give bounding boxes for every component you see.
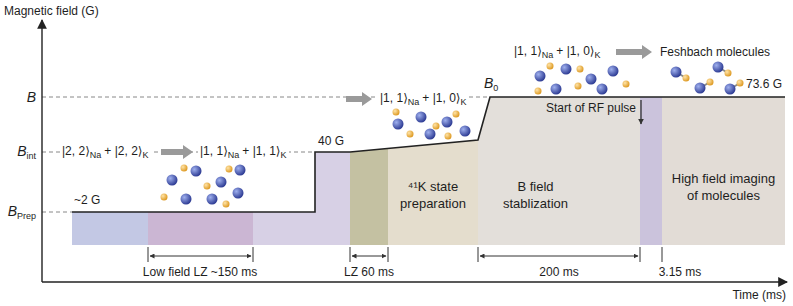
stage-band: ⁴¹K state preparation — [388, 170, 478, 222]
subscript: 0 — [493, 83, 498, 93]
time-brackets — [148, 247, 662, 262]
label-text: 3.15 ms — [659, 265, 702, 279]
atom-cloud — [161, 165, 246, 208]
stage-band: B field stablization — [478, 170, 593, 222]
field-value: ~2 G — [74, 193, 100, 207]
y-axis — [41, 20, 42, 282]
label-text: 73.6 G — [746, 77, 782, 91]
duration-label: 200 ms — [539, 265, 578, 279]
atom-cloud — [393, 109, 471, 140]
label-text: |1, 1⟩ — [200, 144, 228, 158]
state-label: |1, 1⟩Na+ |1, 0⟩K — [378, 91, 469, 108]
label-text: 40 G — [318, 134, 344, 148]
stage-bands — [72, 97, 785, 245]
subscript: K — [281, 150, 287, 160]
field-value: 73.6 G — [746, 77, 782, 91]
label-text: LZ 60 ms — [344, 265, 394, 279]
label-text: + |1, 1⟩ — [242, 144, 280, 158]
molecule-cloud — [671, 62, 744, 95]
label-text: Time (ms) — [732, 288, 786, 302]
label-text: Start of RF pulse — [546, 101, 636, 115]
field-value: 40 G — [318, 134, 344, 148]
label-text: |2, 2⟩ — [62, 144, 90, 158]
subscript: Prep — [17, 211, 36, 221]
level-lines — [42, 97, 488, 212]
subscript: K — [143, 150, 149, 160]
label-text: B — [17, 143, 26, 159]
label-text: Feshbach molecules — [660, 45, 770, 59]
label-text: B — [8, 203, 17, 219]
label-text: + |1, 0⟩ — [422, 91, 460, 105]
rf-start-arrow — [640, 100, 641, 124]
label-text: Magnetic field (G) — [4, 4, 99, 18]
subscript: Na — [542, 50, 554, 60]
level-symbol: B — [27, 89, 36, 106]
label-text: 200 ms — [539, 265, 578, 279]
level-symbol: BPrep — [8, 203, 36, 222]
label-text: |1, 1⟩ — [380, 91, 408, 105]
label-text: Low field LZ ~150 ms — [143, 265, 257, 279]
label-text: |1, 1⟩ — [514, 44, 542, 58]
stage-band: High field imaging of molecules — [662, 162, 785, 214]
subscript: Na — [228, 150, 240, 160]
duration-label: 3.15 ms — [659, 265, 702, 279]
subscript: Na — [90, 150, 102, 160]
label-text: + |1, 0⟩ — [556, 44, 594, 58]
stage-text: ⁴¹K state preparation — [392, 179, 474, 213]
label-text: + |2, 2⟩ — [104, 144, 142, 158]
subscript: K — [595, 50, 601, 60]
subscript: int — [26, 151, 36, 161]
product-label: Feshbach molecules — [660, 45, 770, 59]
stage-text: B field stablization — [488, 179, 584, 213]
state-label: |1, 1⟩Na+ |1, 1⟩K — [198, 144, 289, 161]
axis-title: Time (ms) — [732, 288, 786, 302]
label-text: B — [27, 89, 36, 105]
x-axis — [42, 281, 787, 282]
duration-label: Low field LZ ~150 ms — [143, 265, 257, 279]
level-symbol: Bint — [17, 143, 36, 162]
stage-text: High field imaging of molecules — [666, 171, 781, 205]
event-label: Start of RF pulse — [546, 101, 636, 115]
level-symbol: B0 — [484, 75, 498, 94]
state-label: |1, 1⟩Na+ |1, 0⟩K — [514, 44, 601, 61]
subscript: K — [461, 97, 467, 107]
process-arrows — [161, 45, 652, 159]
state-label: |2, 2⟩Na+ |2, 2⟩K — [60, 144, 151, 161]
subscript: Na — [408, 97, 420, 107]
atom-cloud — [535, 63, 630, 95]
label-text: B — [484, 75, 493, 91]
label-text: ~2 G — [74, 193, 100, 207]
axis-title: Magnetic field (G) — [4, 4, 99, 18]
duration-label: LZ 60 ms — [344, 265, 394, 279]
field-trace — [72, 97, 785, 212]
